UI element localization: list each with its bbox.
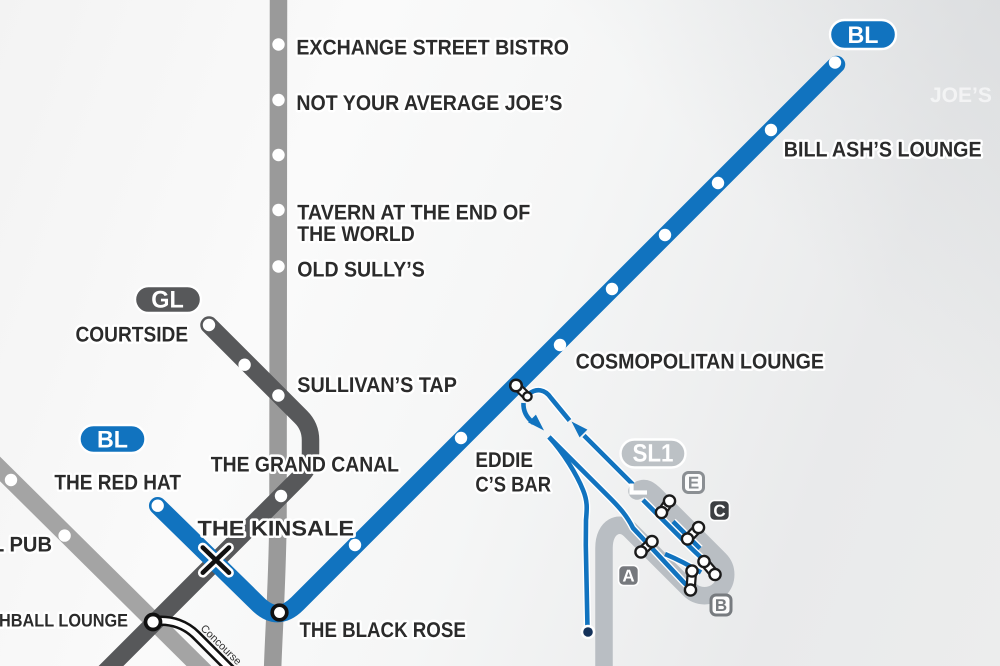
- svg-text:COSMOPOLITAN LOUNGE: COSMOPOLITAN LOUNGE: [576, 350, 824, 374]
- svg-text:TAVERN AT THE END OF: TAVERN AT THE END OF: [297, 201, 530, 225]
- svg-text:BL: BL: [848, 22, 879, 49]
- svg-text:JOE’S: JOE’S: [930, 84, 992, 107]
- svg-text:NOT YOUR AVERAGE JOE’S: NOT YOUR AVERAGE JOE’S: [296, 91, 562, 115]
- svg-text:EXCHANGE STREET BISTRO: EXCHANGE STREET BISTRO: [296, 36, 569, 60]
- svg-text:C: C: [713, 501, 725, 520]
- svg-text:SL1: SL1: [633, 440, 674, 468]
- svg-text:B: B: [715, 596, 727, 615]
- svg-text:THE BLACK ROSE: THE BLACK ROSE: [300, 618, 466, 642]
- svg-text:L PUB: L PUB: [0, 533, 52, 557]
- svg-text:SULLIVAN’S TAP: SULLIVAN’S TAP: [297, 373, 457, 397]
- svg-text:HBALL LOUNGE: HBALL LOUNGE: [0, 610, 128, 630]
- svg-text:BL: BL: [97, 427, 128, 454]
- svg-text:THE RED HAT: THE RED HAT: [54, 471, 181, 495]
- svg-text:COURTSIDE: COURTSIDE: [76, 323, 189, 347]
- svg-text:E: E: [688, 473, 699, 492]
- svg-text:C’S BAR: C’S BAR: [475, 472, 551, 496]
- svg-text:OLD SULLY’S: OLD SULLY’S: [297, 258, 425, 282]
- svg-text:GL: GL: [151, 287, 184, 314]
- svg-text:EDDIE: EDDIE: [475, 448, 533, 472]
- svg-text:A: A: [622, 566, 634, 585]
- svg-text:THE WORLD: THE WORLD: [297, 222, 414, 246]
- svg-text:THE KINSALE: THE KINSALE: [198, 517, 355, 541]
- svg-text:THE GRAND CANAL: THE GRAND CANAL: [211, 453, 399, 477]
- svg-text:BILL ASH’S LOUNGE: BILL ASH’S LOUNGE: [784, 137, 982, 161]
